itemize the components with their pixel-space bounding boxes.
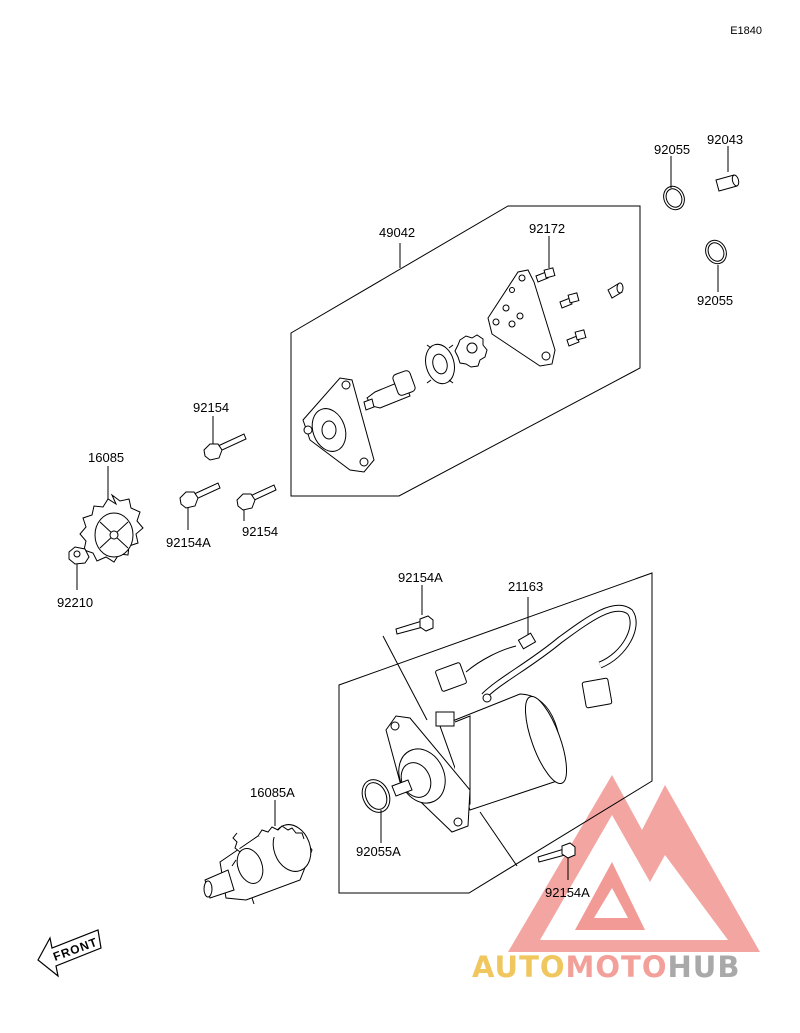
pin-92043 bbox=[715, 174, 740, 192]
bolt-92154-b bbox=[236, 484, 277, 511]
label-92154A-a: 92154A bbox=[166, 535, 211, 550]
screw-92172 bbox=[535, 267, 556, 283]
label-92210: 92210 bbox=[57, 595, 94, 610]
watermark-hub: HUB bbox=[667, 950, 741, 984]
nut-92210 bbox=[68, 546, 90, 565]
label-92055-mid: 92055 bbox=[697, 293, 734, 308]
label-92154-a: 92154 bbox=[193, 400, 230, 415]
brush-holder bbox=[425, 343, 455, 385]
small-screws bbox=[559, 282, 624, 347]
sprocket-16085 bbox=[79, 493, 144, 563]
label-92154-b: 92154 bbox=[242, 524, 279, 539]
watermark-text: AUTOMOTOHUB bbox=[472, 950, 740, 984]
watermark-moto: MOTO bbox=[565, 950, 668, 984]
label-16085A: 16085A bbox=[250, 785, 295, 800]
label-49042: 49042 bbox=[379, 225, 416, 240]
o-ring-92055A bbox=[361, 779, 391, 813]
diagram-code: E1840 bbox=[730, 25, 762, 37]
assembly-box-21163 bbox=[338, 572, 653, 894]
o-ring-92055-top bbox=[663, 185, 685, 211]
assembly-box-49042 bbox=[290, 205, 641, 497]
bolt-92154-a bbox=[203, 433, 247, 461]
armature-shaft bbox=[363, 370, 416, 411]
front-direction-arrow: FRONT bbox=[37, 929, 102, 978]
bolt-92154A-a bbox=[179, 482, 221, 509]
watermark-auto: AUTO bbox=[472, 950, 566, 984]
starter-motor-21163 bbox=[385, 604, 637, 833]
end-cover-bracket bbox=[302, 377, 375, 473]
label-21163: 21163 bbox=[508, 579, 544, 594]
label-92154A-b: 92154A bbox=[398, 570, 443, 585]
o-ring-92055-mid bbox=[705, 239, 727, 265]
bolt-92154A-b bbox=[395, 615, 434, 635]
label-16085: 16085 bbox=[88, 450, 125, 465]
label-92055-top: 92055 bbox=[654, 142, 691, 157]
label-92172: 92172 bbox=[529, 221, 566, 236]
starter-clutch-gear-16085A bbox=[203, 824, 313, 905]
bolt-92154A-c bbox=[537, 842, 576, 863]
gear-plate bbox=[454, 334, 488, 368]
watermark-logo bbox=[508, 775, 760, 952]
label-92154A-c: 92154A bbox=[545, 885, 590, 900]
label-92055A: 92055A bbox=[356, 844, 401, 859]
label-92043: 92043 bbox=[707, 132, 744, 147]
yoke-bracket bbox=[487, 269, 556, 367]
